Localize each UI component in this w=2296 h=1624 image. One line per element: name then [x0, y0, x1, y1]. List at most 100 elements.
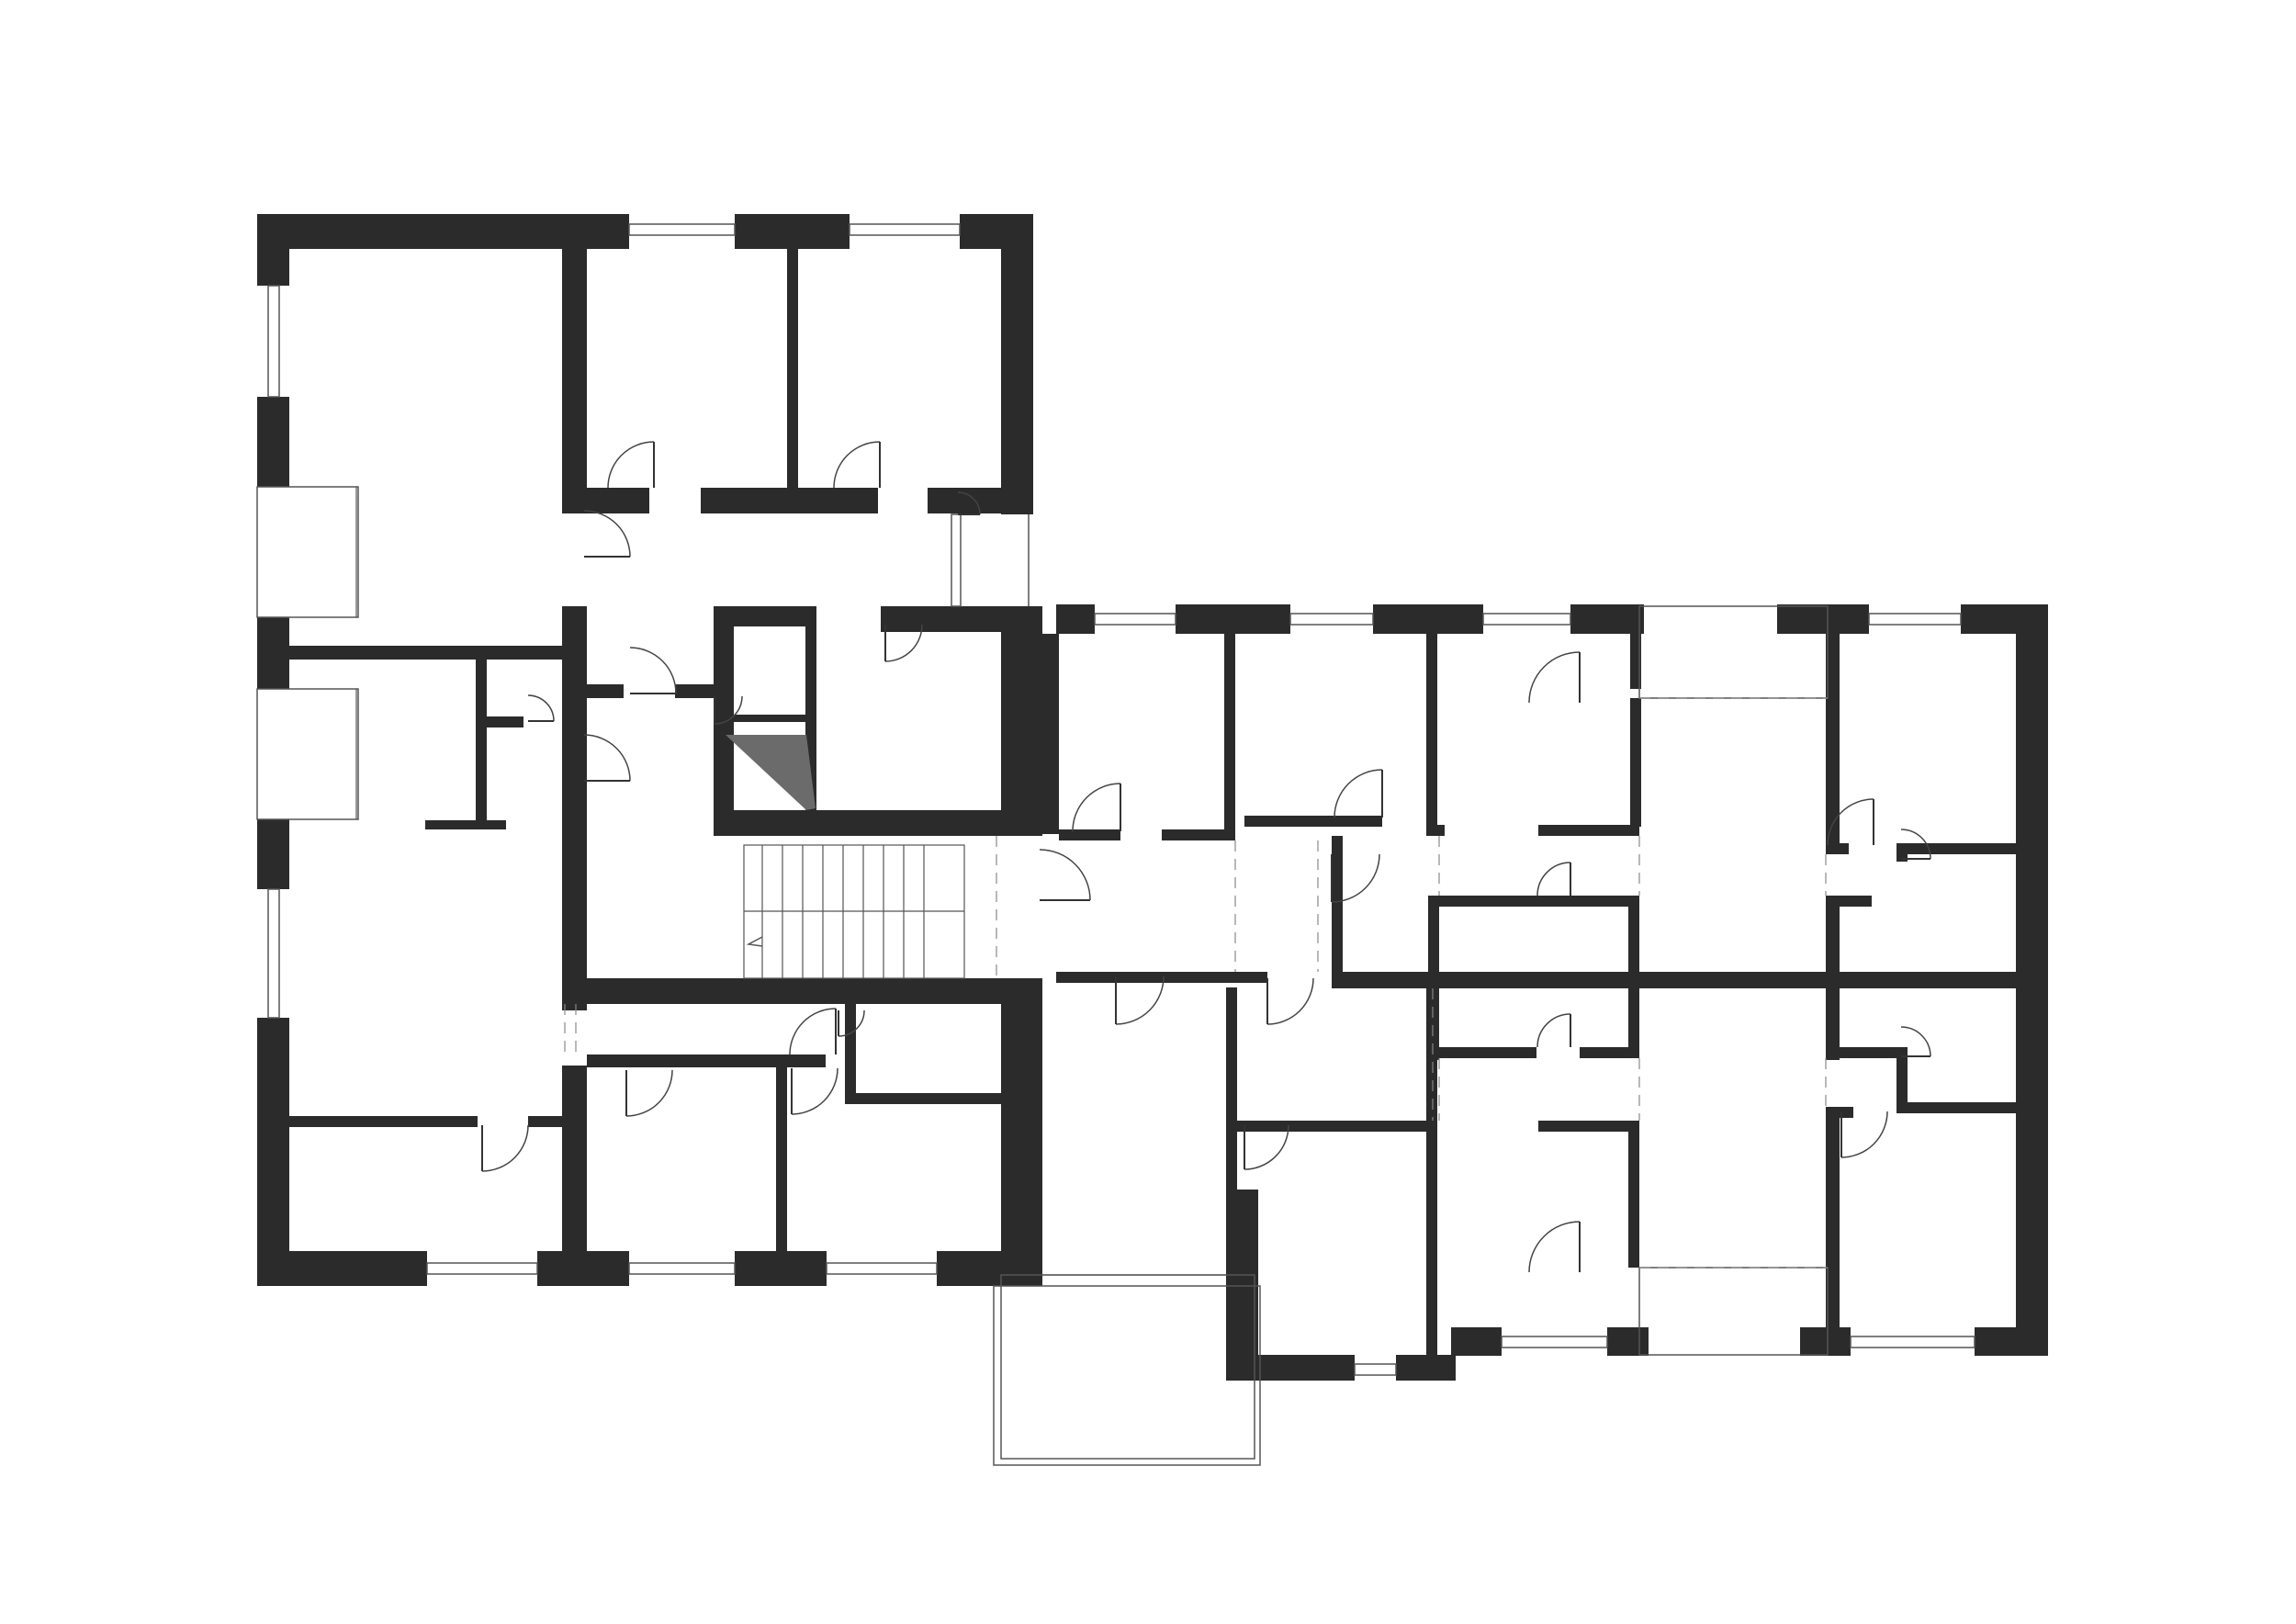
wall [476, 660, 487, 820]
wall [1826, 988, 1840, 1060]
bay-window [256, 486, 359, 618]
wall [928, 488, 1033, 513]
wall [714, 810, 1042, 836]
wall [587, 488, 649, 513]
door-swing [1266, 977, 1314, 1025]
door-swing [607, 441, 655, 489]
wall [1628, 896, 1639, 1056]
wall [735, 214, 850, 249]
wall [257, 1251, 427, 1286]
window [1289, 613, 1374, 626]
window [1482, 613, 1571, 626]
door-swing [838, 1009, 865, 1037]
door-swing [629, 647, 677, 694]
door-swing [1536, 862, 1571, 897]
wall [1332, 836, 1343, 987]
door-swing [1900, 1026, 1931, 1057]
wall [1580, 1047, 1639, 1058]
windows [256, 223, 1975, 1466]
wall [675, 684, 714, 698]
wall [1975, 1327, 2048, 1356]
wall [1826, 896, 1872, 907]
wall [1826, 1107, 1853, 1118]
door-swing [884, 624, 923, 662]
wall [1373, 604, 1483, 634]
wall [257, 214, 289, 286]
west-block-walls [257, 214, 1042, 1286]
window [267, 888, 280, 1019]
wall [1826, 634, 1840, 847]
door-swing [957, 491, 981, 515]
openings [575, 836, 1827, 1121]
door-swing [1827, 798, 1874, 846]
window [951, 513, 962, 607]
wall [587, 684, 624, 698]
wall [257, 819, 289, 889]
wall [1001, 1004, 1042, 1266]
wall [1570, 604, 1644, 634]
wall [1426, 634, 1437, 831]
wall [562, 1066, 587, 1251]
door-swing [1244, 1124, 1289, 1170]
balcony [1638, 1267, 1829, 1356]
door-swing [583, 510, 631, 558]
wall [1176, 604, 1290, 634]
wall [1896, 1047, 1908, 1111]
door-swing [1528, 651, 1581, 704]
window [826, 1262, 938, 1275]
wall [1538, 825, 1639, 836]
wall [1162, 829, 1235, 840]
window [267, 285, 280, 398]
door-swing [1331, 853, 1380, 903]
wall [1001, 606, 1042, 836]
wall [1777, 604, 1869, 634]
wall [425, 820, 506, 829]
wall [714, 606, 805, 626]
shaft [726, 735, 816, 810]
wall [701, 488, 878, 513]
wall [1224, 634, 1235, 831]
wall [528, 1116, 562, 1127]
wall [2016, 604, 2048, 1356]
wall [1896, 1102, 2016, 1113]
wall [776, 1054, 787, 1251]
wall [845, 1004, 856, 1102]
wall [1826, 1047, 1899, 1058]
wall [1300, 1121, 1428, 1132]
door-swing [527, 694, 555, 722]
wall [1630, 634, 1641, 689]
wall [562, 606, 587, 1010]
wall [257, 214, 629, 249]
wall [1001, 214, 1033, 514]
wall [717, 715, 814, 722]
wall [1226, 987, 1237, 1134]
wall [1607, 1327, 1649, 1356]
window [628, 223, 736, 236]
door-swing [1334, 769, 1383, 818]
window [426, 1262, 538, 1275]
wall [1630, 698, 1641, 827]
door-swing [583, 734, 631, 782]
wall [257, 397, 289, 487]
window [1354, 1363, 1397, 1376]
south-balcony [993, 1285, 1261, 1466]
wall [1800, 1327, 1851, 1356]
wall [1826, 896, 1840, 987]
window [1094, 613, 1176, 626]
door-swing [789, 1008, 837, 1055]
wall [587, 1054, 826, 1067]
door-swing [1072, 783, 1121, 832]
wall [562, 249, 587, 513]
wall [1244, 816, 1382, 827]
wall [537, 1251, 629, 1286]
wall [1426, 825, 1445, 836]
window [628, 1262, 736, 1275]
doors [481, 441, 1931, 1273]
door-swing [714, 695, 743, 725]
wall [1226, 1190, 1258, 1381]
door-swing [791, 1067, 838, 1115]
staircase [564, 836, 997, 1054]
wall [1226, 1130, 1237, 1194]
wall [257, 1018, 289, 1286]
